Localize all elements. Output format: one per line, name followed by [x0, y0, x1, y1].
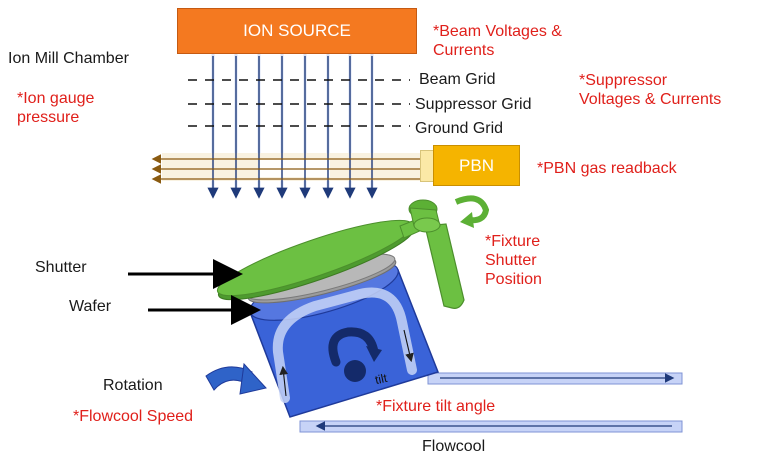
pbn-label: PBN — [459, 155, 494, 175]
suppressor-annotation: *Suppressor Voltages & Currents — [579, 72, 722, 108]
ground-grid-label: Ground Grid — [415, 120, 504, 137]
ion-source-label: ION SOURCE — [243, 21, 351, 40]
grids — [188, 79, 410, 127]
suppressor-grid-label: Suppressor Grid — [415, 96, 532, 113]
fixture-shutter-annotation: *Fixture Shutter Position — [485, 233, 542, 288]
shutter-assembly — [216, 195, 490, 309]
pbn-connector — [420, 150, 434, 182]
fixture-tilt-annotation: *Fixture tilt angle — [376, 398, 496, 415]
pbn-gas-annotation: *PBN gas readback — [537, 160, 677, 177]
tilt-label: tilt — [373, 370, 389, 388]
pbn-gas-arrows — [151, 154, 420, 184]
flowcool-speed-annotation: *Flowcool Speed — [73, 408, 194, 425]
rotation-arrow — [205, 362, 267, 395]
beam-grid-label: Beam Grid — [419, 71, 496, 88]
chamber-label: Ion Mill Chamber — [8, 50, 129, 67]
ion-gauge-annotation: *Ion gauge pressure — [17, 90, 95, 126]
ion-source-box: ION SOURCE — [177, 8, 417, 54]
flowcool-pipes — [299, 372, 683, 433]
pbn-box: PBN — [433, 145, 520, 186]
shutter-label: Shutter — [35, 259, 87, 276]
beam-voltages-annotation: *Beam Voltages & Currents — [433, 23, 562, 59]
wafer-label: Wafer — [69, 298, 112, 315]
flowcool-label: Flowcool — [422, 438, 486, 455]
rotation-label: Rotation — [103, 377, 163, 394]
